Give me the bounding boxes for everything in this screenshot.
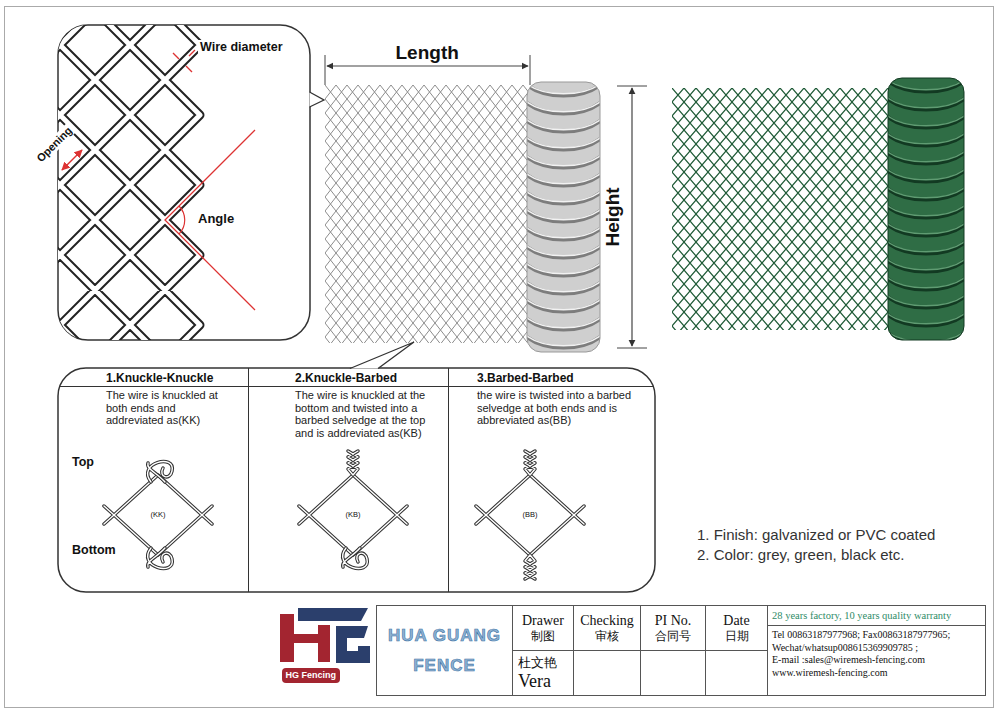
type-code: (KB) [344,511,363,520]
dimension-label: Wire diameter [198,40,285,54]
contact-line: Wechat/whatsup008615369909785 ; [772,642,981,655]
title-header-cell: Date日期 [705,605,768,651]
column-description: The wire is knuckled at both ends and ad… [106,389,234,427]
contact-line: www.wiremesh-fencing.com [772,667,981,680]
spec-note: 2. Color: grey, green, black etc. [697,546,904,563]
position-label: Top [72,455,94,469]
type-column: 2.Knuckle-BarbedThe wire is knuckled at … [295,371,445,439]
dimension-label: Height [601,187,623,246]
header-chinese: 合同号 [655,629,691,644]
company-cell: HUA GUANG FENCE [376,605,513,696]
type-column: 1.Knuckle-KnuckleThe wire is knuckled at… [106,371,234,427]
dimension-label: Angle [198,212,234,227]
position-label: Bottom [72,543,116,557]
type-column: 3.Barbed-Barbed the wire is twisted into … [477,371,647,427]
logo-badge: HG Fencing [282,668,341,683]
header-chinese: 制图 [531,629,555,644]
header-english: Drawer [522,613,564,629]
header-english: PI No. [655,613,692,629]
warranty-note: 28 years factory, 10 years quality warra… [768,609,985,626]
header-english: Date [723,613,749,629]
contact-line: Tel 00863187977968; Fax00863187977965; [772,629,981,642]
contact-line: E-mail :sales@wiremesh-fencing.com [772,654,981,667]
column-heading: 3.Barbed-Barbed [477,371,647,385]
title-header-cell: Checking审核 [573,605,641,651]
logo-text: HG Fencing [286,669,337,682]
title-header-cell: Drawer制图 [512,605,574,651]
header-english: Checking [580,613,634,629]
contact-cell: 28 years factory, 10 years quality warra… [767,605,986,696]
header-chinese: 日期 [725,629,749,644]
column-description: The wire is knuckled at the bottom and t… [295,389,445,439]
type-code: (BB) [521,511,540,520]
drawer-value-cell: 杜文艳Vera [512,650,574,696]
title-header-cell: PI No.合同号 [640,605,706,651]
column-heading: 1.Knuckle-Knuckle [106,371,234,385]
drawer-name: 杜文艳 [518,655,557,671]
company-name: HUA GUANG FENCE [377,621,512,681]
header-chinese: 审核 [595,629,619,644]
dimension-label: Length [396,42,459,64]
column-heading: 2.Knuckle-Barbed [295,371,445,385]
spec-note: 1. Finish: galvanized or PVC coated [697,526,935,543]
drawer-name: Vera [518,671,551,692]
column-description: the wire is twisted into a barbed selved… [477,389,647,427]
type-code: (KK) [149,511,168,520]
